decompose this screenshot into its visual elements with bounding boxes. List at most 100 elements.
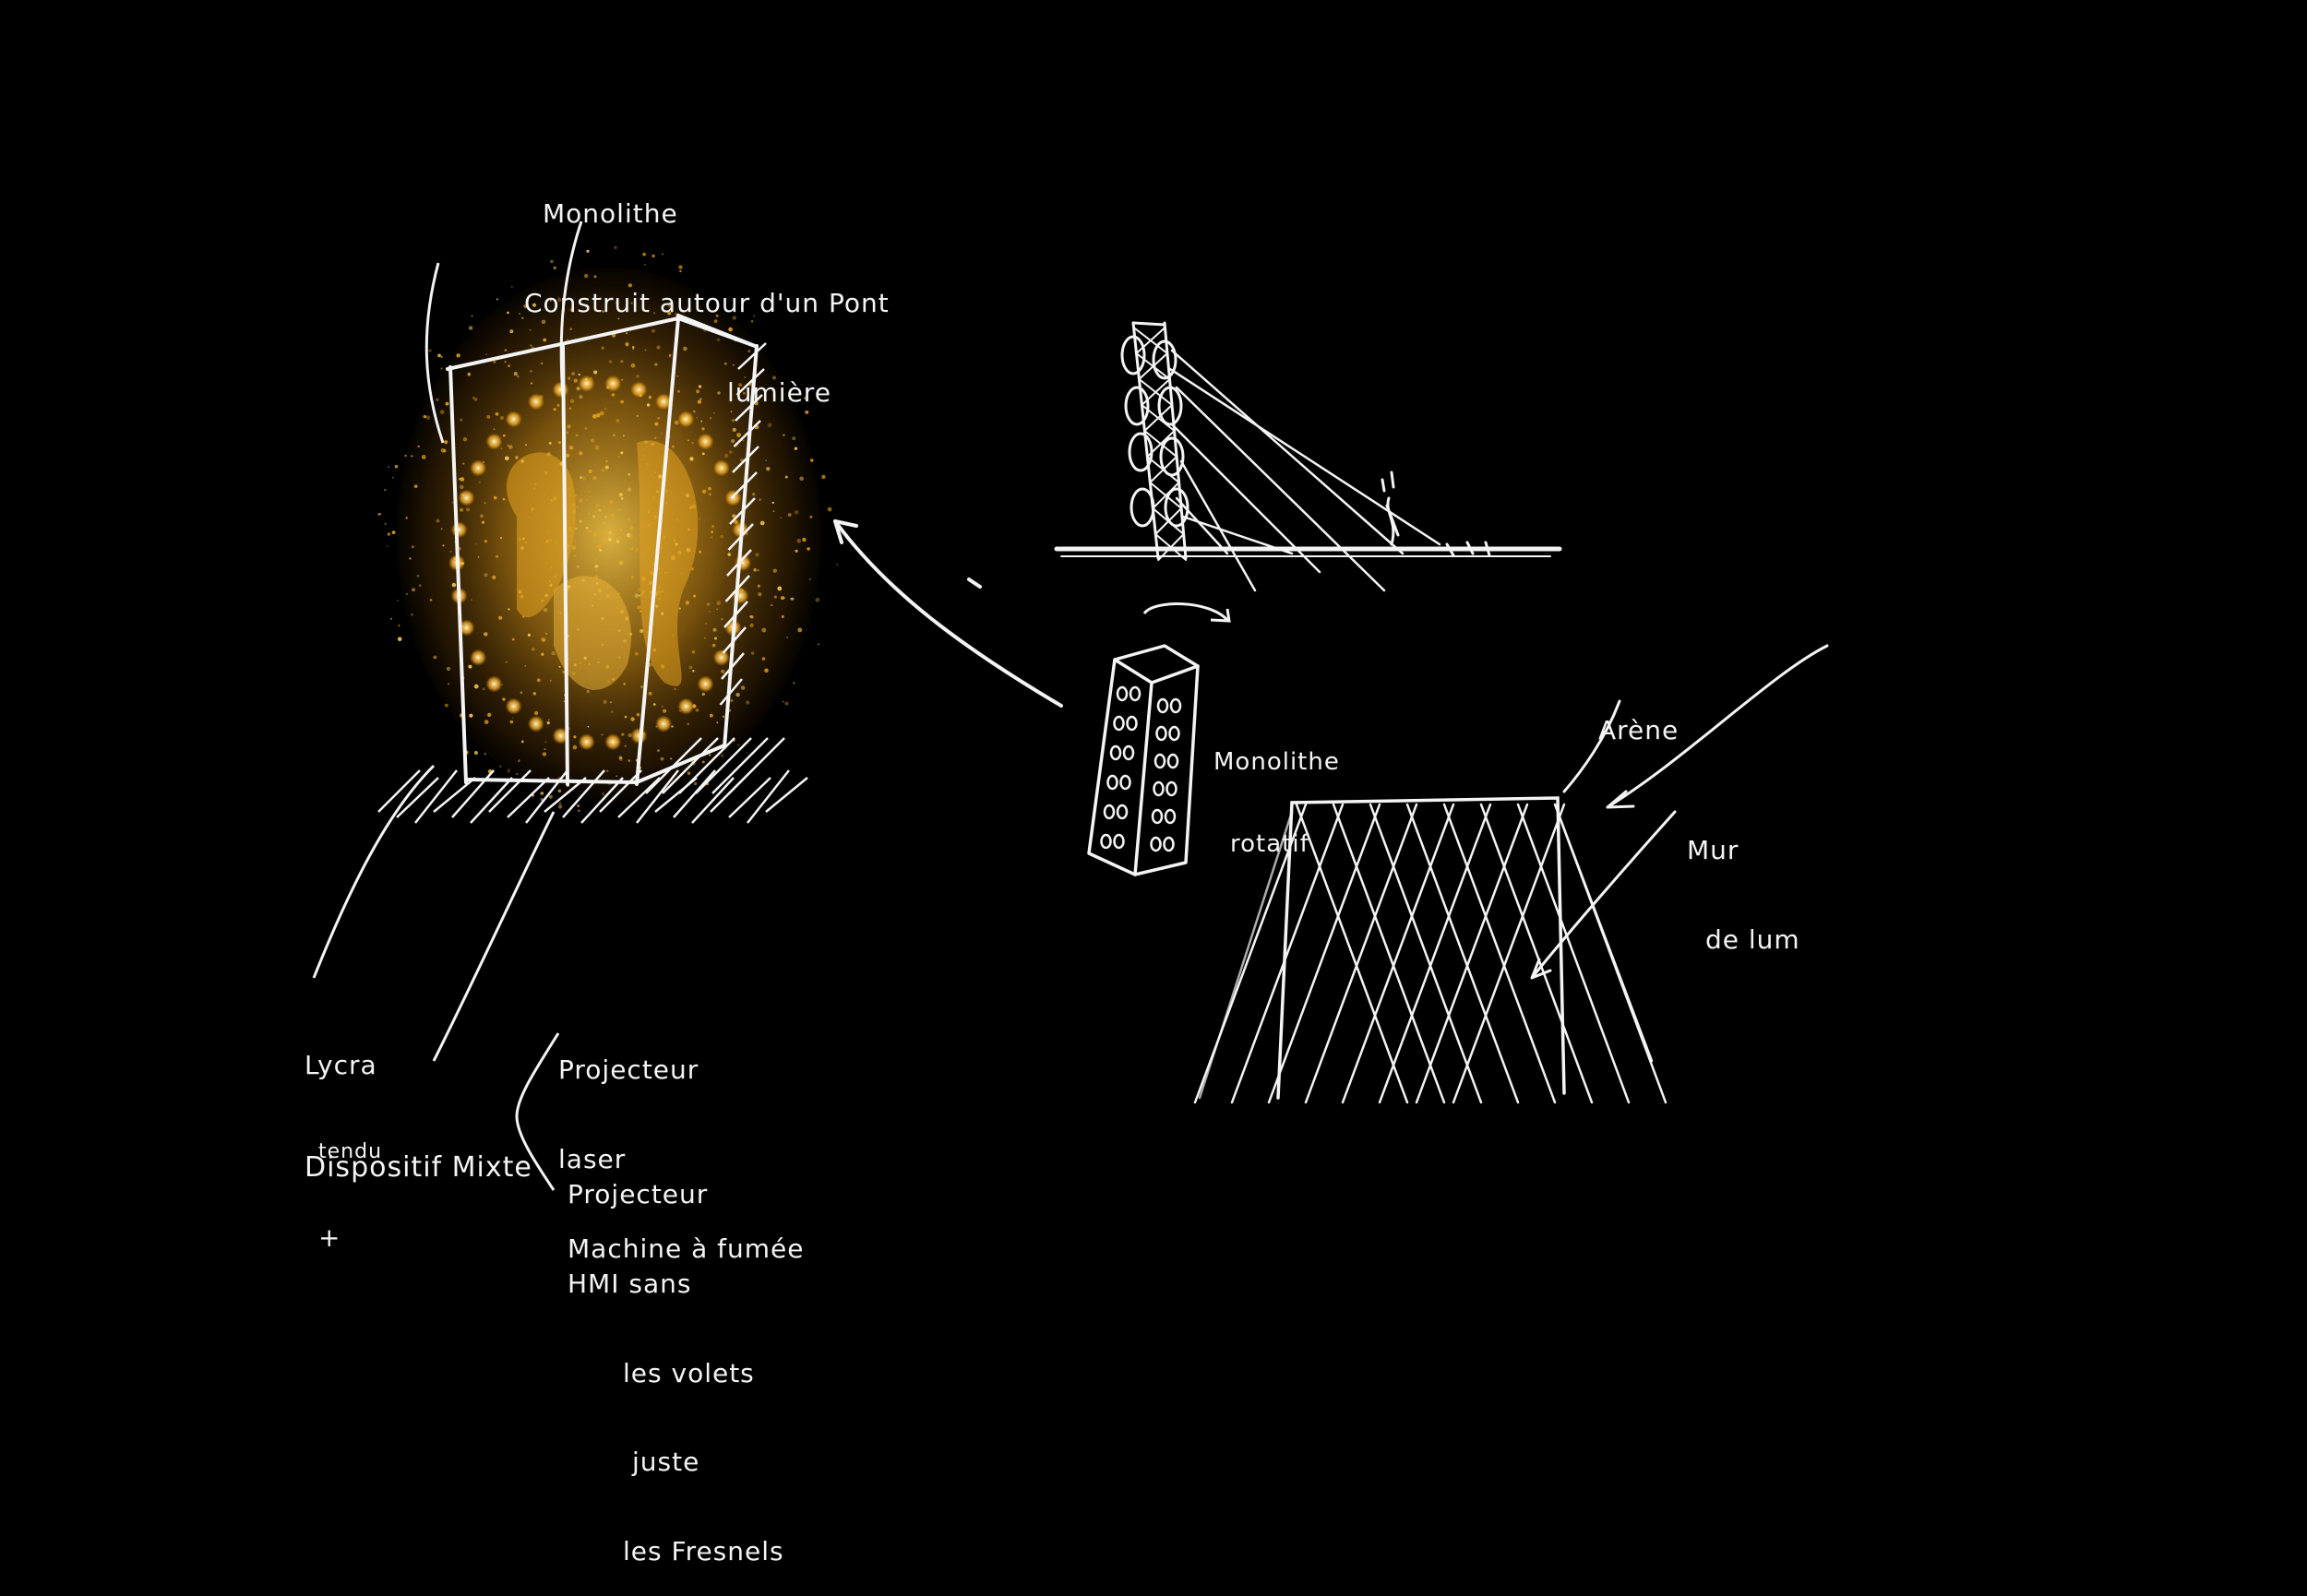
speckle [398, 625, 400, 627]
speckle [508, 364, 510, 367]
speckle [701, 692, 705, 697]
speckle [630, 302, 633, 304]
speckle [621, 378, 624, 381]
speckle [541, 362, 544, 365]
speckle [732, 363, 735, 366]
speckle [609, 499, 614, 505]
speckle [731, 439, 735, 444]
light-dot [604, 375, 622, 392]
lamp-front [1103, 804, 1116, 820]
speckle [605, 459, 608, 463]
speckle [636, 712, 640, 716]
hatch-line [727, 523, 754, 551]
speckle [657, 416, 661, 420]
speckle [712, 412, 715, 414]
speckle [394, 464, 399, 469]
speckle [755, 553, 759, 557]
speckle [508, 768, 510, 770]
speckle [508, 608, 510, 611]
speckle [772, 393, 774, 396]
speckle [617, 508, 621, 512]
speckle [601, 346, 604, 350]
speckle [715, 314, 719, 317]
speckle [485, 353, 488, 356]
speckle [428, 349, 432, 352]
speckle [627, 487, 632, 492]
light-dot [697, 433, 714, 450]
speckle [597, 544, 603, 550]
speckle [698, 385, 702, 388]
brace [515, 1032, 560, 1191]
speckle [732, 316, 736, 320]
speckle [657, 749, 660, 752]
speckle [595, 558, 598, 561]
hatch-line [724, 575, 750, 602]
speckle [630, 717, 635, 721]
light-dot [485, 675, 503, 693]
speckle [460, 507, 464, 512]
light-beam [1378, 803, 1492, 1104]
speckle [623, 435, 625, 437]
speckle [711, 536, 713, 539]
speckle [611, 710, 614, 713]
speckle [484, 632, 488, 637]
speckle [732, 427, 736, 432]
speckle [543, 607, 548, 613]
speckle [661, 432, 663, 435]
speckle [722, 715, 725, 718]
hatch-line [433, 777, 476, 813]
speckle [503, 434, 506, 437]
speckle [746, 700, 750, 705]
speckle [437, 353, 441, 358]
speckle [467, 372, 472, 376]
speckle [531, 382, 533, 385]
speckle [411, 545, 414, 549]
speckle [743, 391, 746, 395]
speckle [525, 444, 527, 447]
monolith-front-right-edge [635, 316, 680, 786]
speckle [386, 545, 388, 547]
leader-mur [1606, 644, 1829, 809]
speckle [771, 603, 773, 607]
speckle [596, 412, 601, 418]
speckle [495, 412, 499, 416]
speckle [548, 442, 552, 445]
speckle [507, 769, 510, 773]
annotation-line: Dispositif Mixte [305, 1151, 532, 1184]
annotation-line: Projecteur [568, 1179, 709, 1210]
speckle [579, 530, 581, 533]
speckle [440, 528, 443, 530]
speckle [628, 283, 633, 288]
hatch-line [544, 777, 587, 813]
light-dot [527, 393, 544, 411]
annotation-line: juste [632, 1447, 700, 1478]
speckle [520, 740, 524, 744]
speckle [603, 699, 607, 704]
speckle [499, 415, 505, 421]
speckle [545, 632, 548, 635]
rotating-monolith-sketch [1087, 644, 1200, 876]
speckle [423, 414, 426, 419]
leader-top [559, 220, 583, 398]
speckle [541, 652, 544, 656]
lamp-side [1163, 836, 1175, 852]
annotation-monolithe-rotatif: Monolithe rotatif [1213, 694, 1340, 887]
speckle [692, 410, 696, 413]
speckle [628, 472, 631, 476]
speckle [640, 628, 644, 634]
speckle [784, 475, 788, 479]
speckle [648, 662, 652, 667]
speckle [753, 315, 756, 317]
speckle [793, 682, 795, 685]
hatch-line [695, 737, 752, 794]
annotation-line: Monolithe [543, 198, 678, 230]
speckle [444, 440, 448, 445]
speckle [821, 474, 826, 480]
speckle [558, 802, 562, 805]
speckle [683, 346, 687, 351]
speckle [790, 597, 793, 601]
speckle [496, 298, 498, 301]
speckle [634, 593, 640, 598]
hatch-line [721, 652, 745, 680]
speckle [543, 338, 547, 342]
